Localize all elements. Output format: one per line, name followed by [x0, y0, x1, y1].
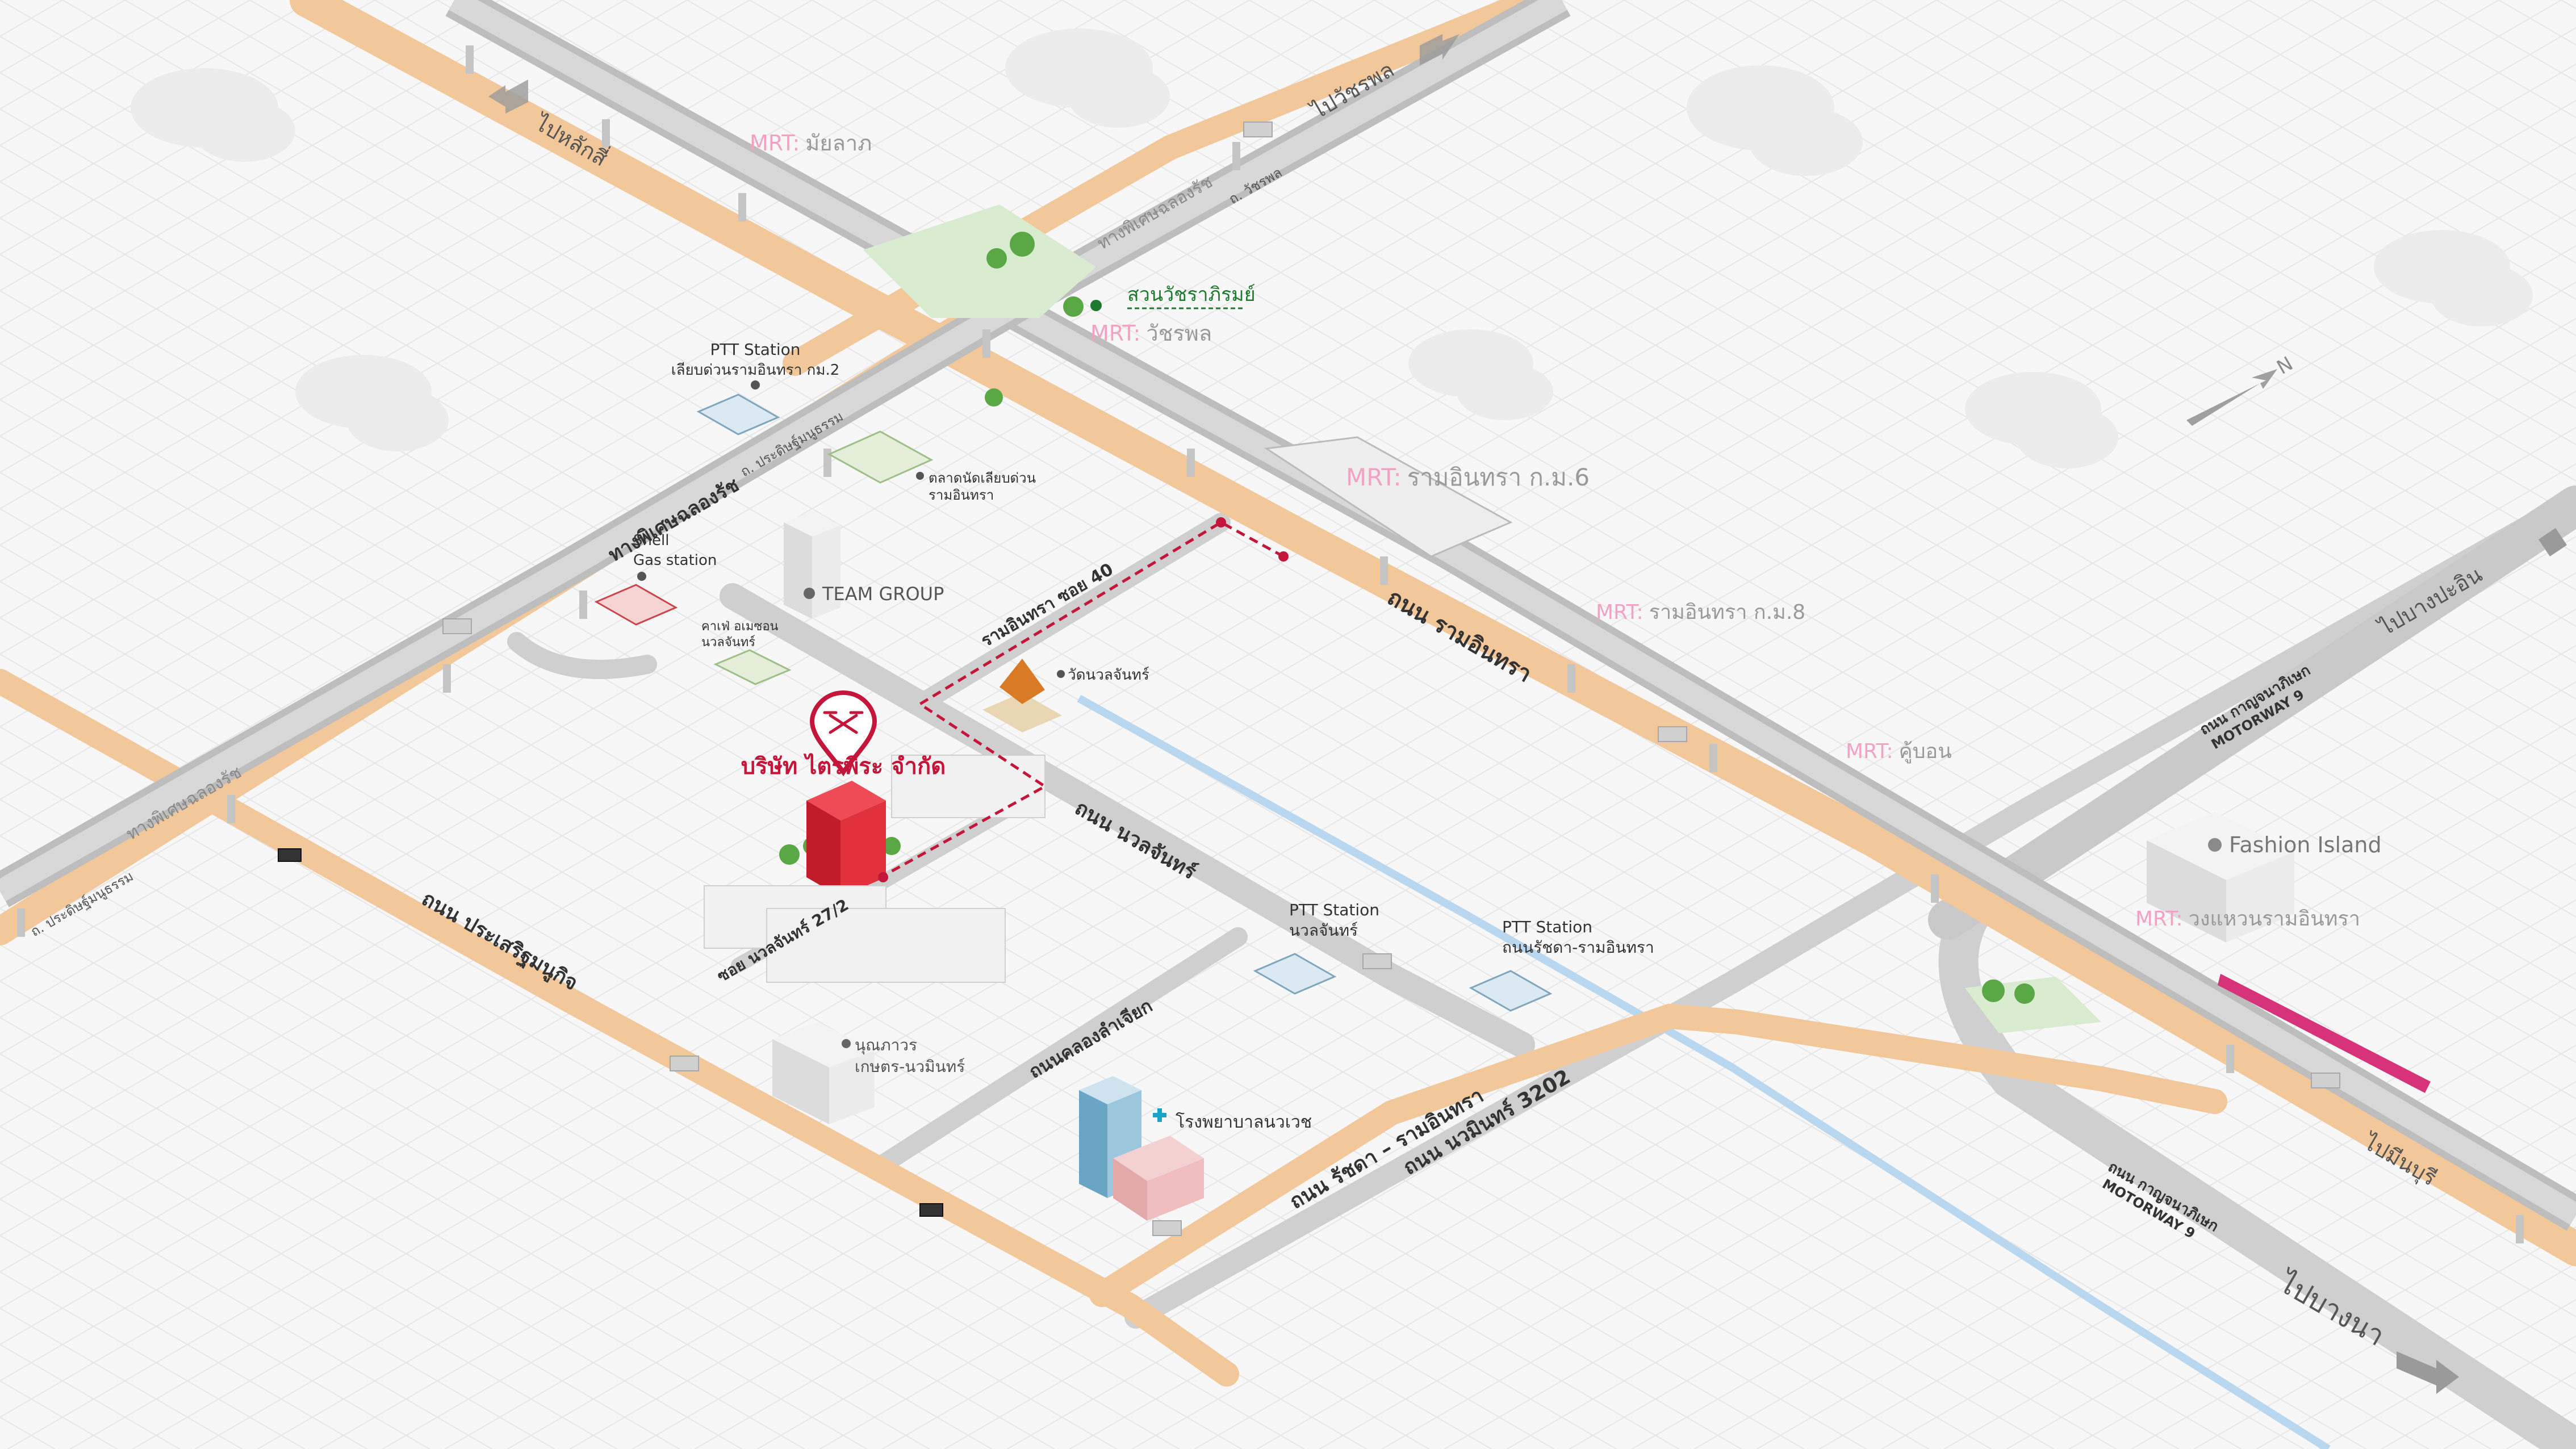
company-name: บริษัท ไตรพีระ จำกัด: [741, 753, 946, 780]
mrt-ramintra-km6: MRT:รามอินทรา ก.ม.6: [1346, 463, 1590, 491]
poi-shell-line2: Gas station: [633, 552, 717, 569]
route-start-dot: [1216, 517, 1226, 527]
nuanchan-road: [720, 583, 1535, 1058]
mrt-wongwaen-ramintra: MRT:วงแหวนรามอินทรา: [2135, 907, 2360, 931]
poi-ptt3-line1: PTT Station: [1502, 918, 1592, 936]
arrow-to-bang-pa-in: [2539, 528, 2567, 556]
poi-team-group: TEAM GROUP: [822, 583, 944, 605]
north-arrow: [2186, 369, 2277, 426]
mrt-station-ramintra-km6: [1264, 436, 1513, 558]
nawamin-road: [1124, 488, 2576, 1329]
school-building: [772, 1022, 875, 1124]
wat-nuanchan: [982, 659, 1062, 732]
company-building: [806, 781, 886, 897]
ram-inthra-road: [290, 0, 2576, 1266]
arrow-to-bang-na: [2397, 1351, 2459, 1394]
route-end-dot: [878, 872, 888, 882]
cafe-amazon: [713, 649, 792, 685]
vehicles: [278, 122, 2340, 1236]
poi-fashion-island: Fashion Island: [2229, 832, 2382, 857]
expressway-pillars: [17, 45, 2524, 1243]
shell-dot: [637, 572, 646, 581]
ratchada-ramintra-road: [1089, 1003, 2227, 1307]
ptt-station-2-shape: [1253, 953, 1337, 995]
hospital-building: [1079, 1076, 1204, 1221]
park-dot: [1090, 300, 1102, 311]
poi-school-line1: นุณภาวร: [855, 1036, 917, 1055]
expressways: [0, 0, 2576, 1231]
khlong-lam-chiak-road: [865, 927, 1248, 1179]
suan-watcharapirom-park: [863, 204, 1096, 318]
mrt-khu-bon: MRT:คู้บอน: [1846, 740, 1952, 764]
hospital-cross-icon: [1153, 1108, 1166, 1122]
drone-icon: [823, 711, 864, 734]
market-dot: [916, 472, 924, 480]
poi-market-line2: รามอินทรา: [929, 487, 994, 503]
ramintra-soi40-road: [910, 513, 1231, 714]
canal: [1077, 694, 2331, 1449]
buildings: [594, 393, 2294, 1221]
poi-hospital: โรงพยาบาลนวเวช: [1176, 1112, 1312, 1132]
arrow-to-watcharaphon: [1420, 34, 1460, 65]
company-pin: [809, 690, 877, 777]
poi-school-line2: เกษตร-นวมินทร์: [855, 1057, 965, 1076]
poi-wat: วัดนวลจันทร์: [1068, 667, 1149, 684]
prasert-manukit-road: [0, 669, 1239, 1387]
poi-cafe-line1: คาเฟ่ อเมซอน: [701, 619, 779, 634]
poi-ptt1-line1: PTT Station: [710, 340, 800, 359]
shell-station-shape: [594, 584, 678, 626]
route-origin-dot: [1278, 551, 1289, 562]
school-dot: [842, 1039, 851, 1048]
market: [827, 430, 934, 484]
mrt-mai-lap: MRT:มัยลาภ: [750, 131, 872, 156]
gas-stations: [594, 393, 1553, 1012]
clouds: [131, 28, 2533, 468]
direction-arrows: [488, 34, 2567, 1394]
route-to-company: [885, 521, 1285, 876]
mrt-watcharaphon: MRT:วัชรพล: [1090, 321, 1212, 346]
team-group-dot: [804, 588, 815, 599]
poi-ptt2-line1: PTT Station: [1289, 901, 1379, 919]
poi-ptt2-line2: นวลจันทร์: [1289, 921, 1358, 940]
parks: [779, 204, 2101, 1033]
fashion-island-dot: [2208, 838, 2222, 852]
arrow-to-lak-si: [488, 79, 528, 114]
ptt-station-3-shape: [1469, 970, 1553, 1012]
ptt1-dot: [751, 380, 760, 390]
mrt-train: [2218, 974, 2431, 1093]
poi-shell-line1: Shell: [633, 532, 669, 549]
ptt-station-1-shape: [696, 393, 780, 435]
wat-dot: [1057, 670, 1065, 678]
side-road-left: [507, 632, 657, 679]
poi-market-line1: ตลาดนัดเลียบด่วน: [929, 470, 1036, 486]
motorway-9-upper: [1928, 485, 2576, 940]
townhouse-rows: [704, 755, 1046, 983]
poi-cafe-line2: นวลจันทร์: [701, 635, 755, 650]
mrt-ramintra-km8: MRT:รามอินทรา ก.ม.8: [1596, 601, 1805, 624]
poi-park: สวนวัชราภิรมย์: [1127, 283, 1256, 306]
poi-ptt1-line2: เลียบด่วนรามอินทรา กม.2: [671, 362, 840, 379]
poi-ptt3-line2: ถนนรัชดา-รามอินทรา: [1502, 938, 1654, 957]
